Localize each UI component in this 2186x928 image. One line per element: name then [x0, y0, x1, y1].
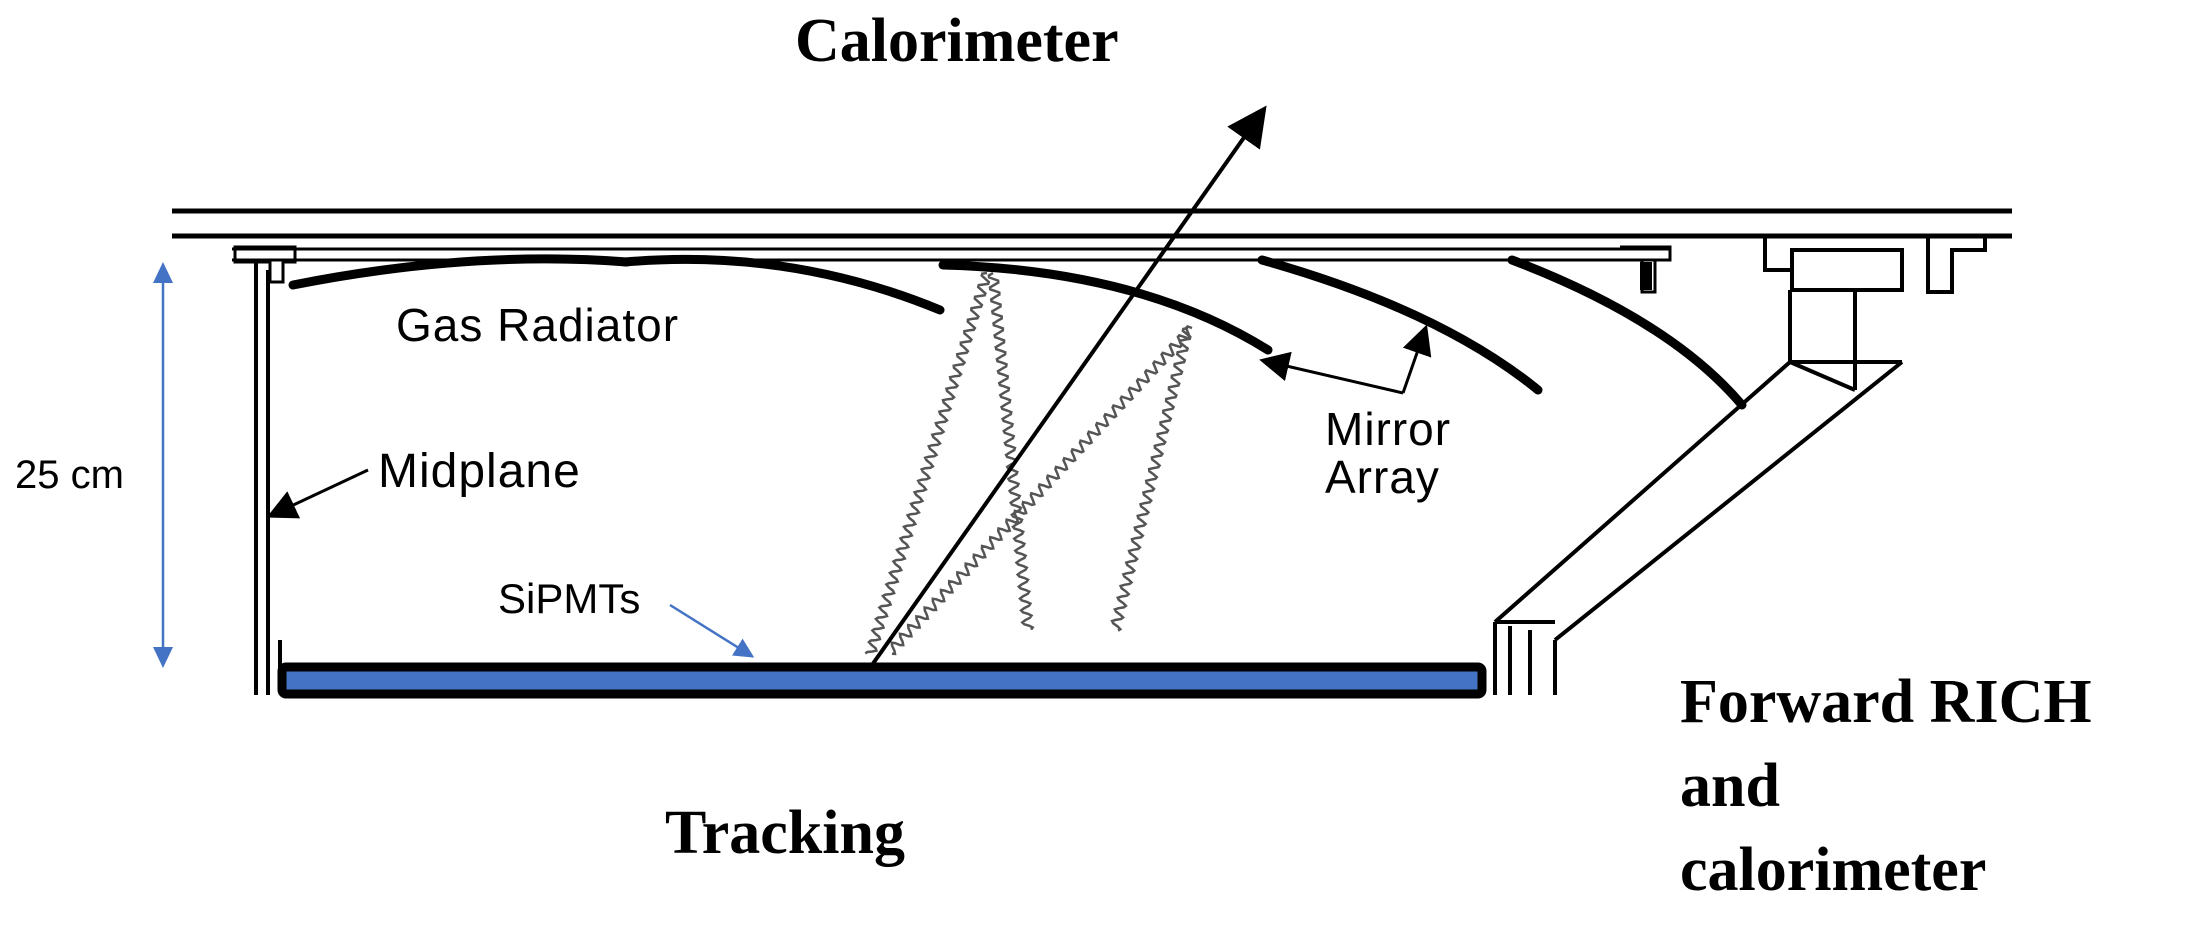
dimension-label: 25 cm [15, 453, 124, 497]
photon-paths [864, 271, 1193, 656]
mirror-array-line-2: Array [1325, 451, 1440, 503]
calorimeter-label: Calorimeter [795, 7, 1119, 75]
mirror-array-label: Mirror Array [1325, 405, 1451, 501]
mirror-array [288, 254, 1747, 410]
forward-rich-label: Forward RICH and calorimeter [1680, 660, 2092, 912]
gas-radiator-label: Gas Radiator [396, 299, 680, 351]
exit-structure [1493, 238, 1987, 695]
mirror-pointer [1259, 351, 1404, 395]
mirror-array-line-1: Mirror [1325, 403, 1452, 455]
forward-rich-line-2: and [1680, 752, 1780, 820]
dimension-arrow [153, 262, 173, 668]
midplane-wall [254, 262, 270, 695]
sipmts-label: SiPMTs [498, 575, 641, 622]
sipmts-pointer [669, 603, 755, 658]
tracking-label: Tracking [665, 799, 905, 867]
sipmt-plane [277, 640, 1487, 699]
forward-rich-line-3: calorimeter [1680, 836, 1987, 904]
midplane-label: Midplane [378, 445, 581, 498]
particle-track-arrow [870, 105, 1267, 667]
mirror-pointer-2 [1401, 324, 1432, 394]
forward-rich-line-1: Forward RICH [1680, 668, 2092, 736]
midplane-pointer [266, 468, 369, 519]
